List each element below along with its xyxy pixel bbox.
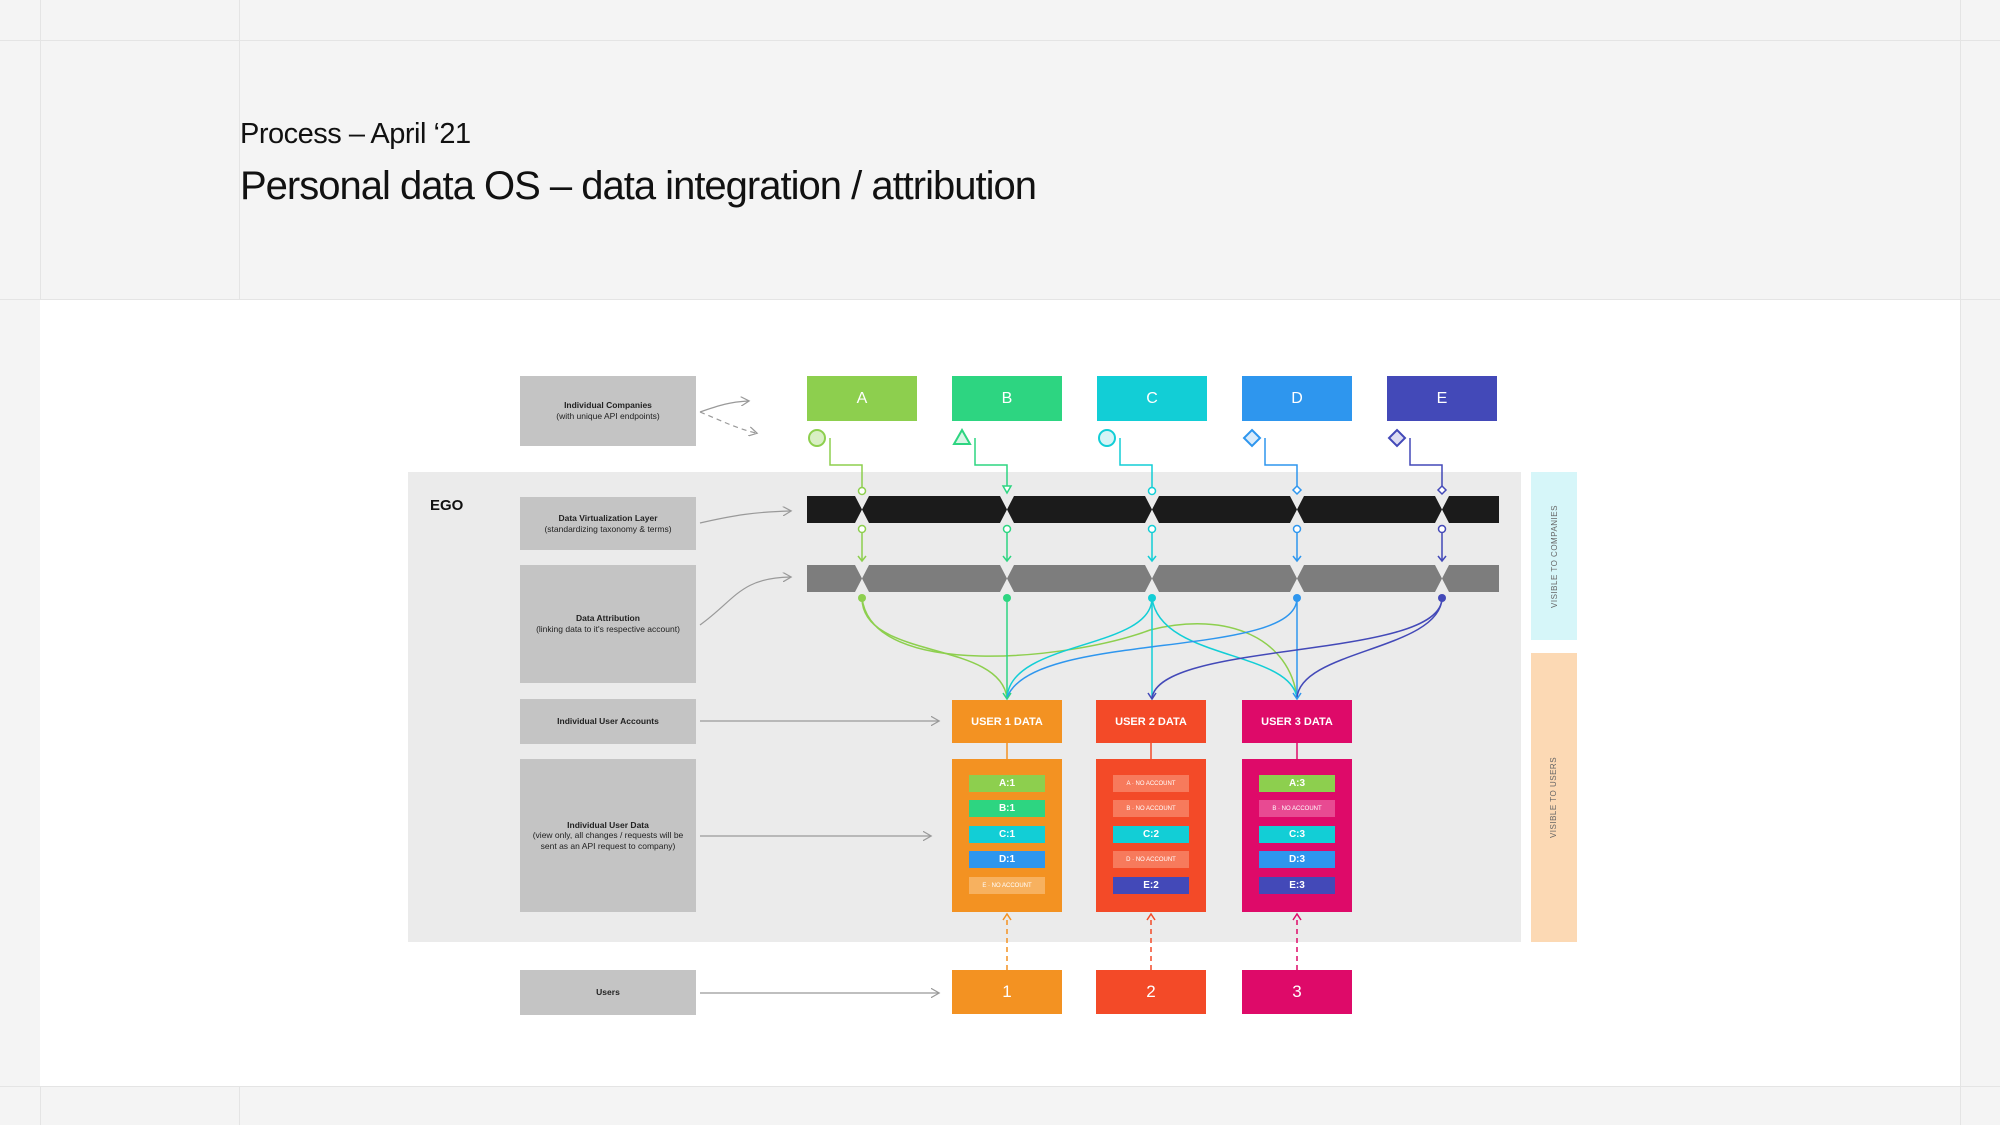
data-item-a-no-account: A · NO ACCOUNT bbox=[1113, 775, 1189, 792]
label-individual-companies: Individual Companies (with unique API en… bbox=[520, 376, 696, 446]
visible-to-users-label: VISIBLE TO USERS bbox=[1531, 653, 1577, 942]
visible-to-companies-label: VISIBLE TO COMPANIES bbox=[1531, 472, 1577, 640]
label-title: Individual User Accounts bbox=[557, 716, 659, 727]
company-d: D bbox=[1242, 376, 1352, 421]
grid-line bbox=[1960, 0, 1961, 1125]
label-title: Data Attribution bbox=[576, 613, 640, 624]
company-b: B bbox=[952, 376, 1062, 421]
circle-icon bbox=[1098, 429, 1116, 447]
data-item-c-1: C:1 bbox=[969, 826, 1045, 843]
data-item-d-3: D:3 bbox=[1259, 851, 1335, 868]
user-2-data-panel: A · NO ACCOUNT B · NO ACCOUNT C:2 D · NO… bbox=[1096, 759, 1206, 912]
diamond-icon bbox=[1387, 428, 1407, 448]
label-user-data: Individual User Data (view only, all cha… bbox=[520, 759, 696, 912]
company-a: A bbox=[807, 376, 917, 421]
data-item-d-no-account: D · NO ACCOUNT bbox=[1113, 851, 1189, 868]
user-3: 3 bbox=[1242, 970, 1352, 1014]
side-label-text: VISIBLE TO COMPANIES bbox=[1549, 504, 1559, 608]
data-item-d-1: D:1 bbox=[969, 851, 1045, 868]
company-c: C bbox=[1097, 376, 1207, 421]
label-subtitle: (view only, all changes / requests will … bbox=[532, 830, 684, 851]
label-title: Users bbox=[596, 987, 620, 998]
grid-line bbox=[0, 1086, 2000, 1087]
user-3-account: USER 3 DATA bbox=[1242, 700, 1352, 743]
grid-line bbox=[0, 299, 2000, 300]
label-data-attribution: Data Attribution (linking data to it's r… bbox=[520, 565, 696, 683]
page-subtitle: Process – April ‘21 bbox=[240, 118, 471, 150]
label-users: Users bbox=[520, 970, 696, 1015]
label-subtitle: (standardizing taxonomy & terms) bbox=[544, 523, 672, 534]
data-virtualization-bar bbox=[807, 496, 1499, 523]
ego-label: EGO bbox=[430, 497, 464, 514]
data-attribution-bar bbox=[807, 565, 1499, 592]
user-2: 2 bbox=[1096, 970, 1206, 1014]
grid-line bbox=[0, 40, 2000, 41]
data-item-b-no-account: B · NO ACCOUNT bbox=[1113, 800, 1189, 817]
triangle-icon bbox=[952, 427, 972, 445]
label-title: Individual Companies bbox=[564, 400, 652, 411]
company-e: E bbox=[1387, 376, 1497, 421]
user-1-data-panel: A:1 B:1 C:1 D:1 E · NO ACCOUNT bbox=[952, 759, 1062, 912]
user-2-account: USER 2 DATA bbox=[1096, 700, 1206, 743]
data-item-e-3: E:3 bbox=[1259, 877, 1335, 894]
data-item-c-3: C:3 bbox=[1259, 826, 1335, 843]
label-title: Data Virtualization Layer bbox=[558, 512, 658, 523]
user-1-account: USER 1 DATA bbox=[952, 700, 1062, 743]
label-title: Individual User Data bbox=[567, 819, 649, 830]
data-item-a-1: A:1 bbox=[969, 775, 1045, 792]
diamond-icon bbox=[1242, 428, 1262, 448]
side-label-text: VISIBLE TO USERS bbox=[1549, 756, 1559, 839]
circle-icon bbox=[808, 429, 826, 447]
label-user-accounts: Individual User Accounts bbox=[520, 699, 696, 744]
data-item-b-1: B:1 bbox=[969, 800, 1045, 817]
label-data-virtualization: Data Virtualization Layer (standardizing… bbox=[520, 497, 696, 550]
user-3-data-panel: A:3 B · NO ACCOUNT C:3 D:3 E:3 bbox=[1242, 759, 1352, 912]
data-item-e-2: E:2 bbox=[1113, 877, 1189, 894]
label-subtitle: (linking data to it's respective account… bbox=[536, 624, 680, 634]
data-item-c-2: C:2 bbox=[1113, 826, 1189, 843]
data-item-b-no-account: B · NO ACCOUNT bbox=[1259, 800, 1335, 817]
data-item-e-no-account: E · NO ACCOUNT bbox=[969, 877, 1045, 894]
page-title: Personal data OS – data integration / at… bbox=[240, 164, 1037, 208]
data-item-a-3: A:3 bbox=[1259, 775, 1335, 792]
label-subtitle: (with unique API endpoints) bbox=[556, 411, 660, 421]
user-1: 1 bbox=[952, 970, 1062, 1014]
